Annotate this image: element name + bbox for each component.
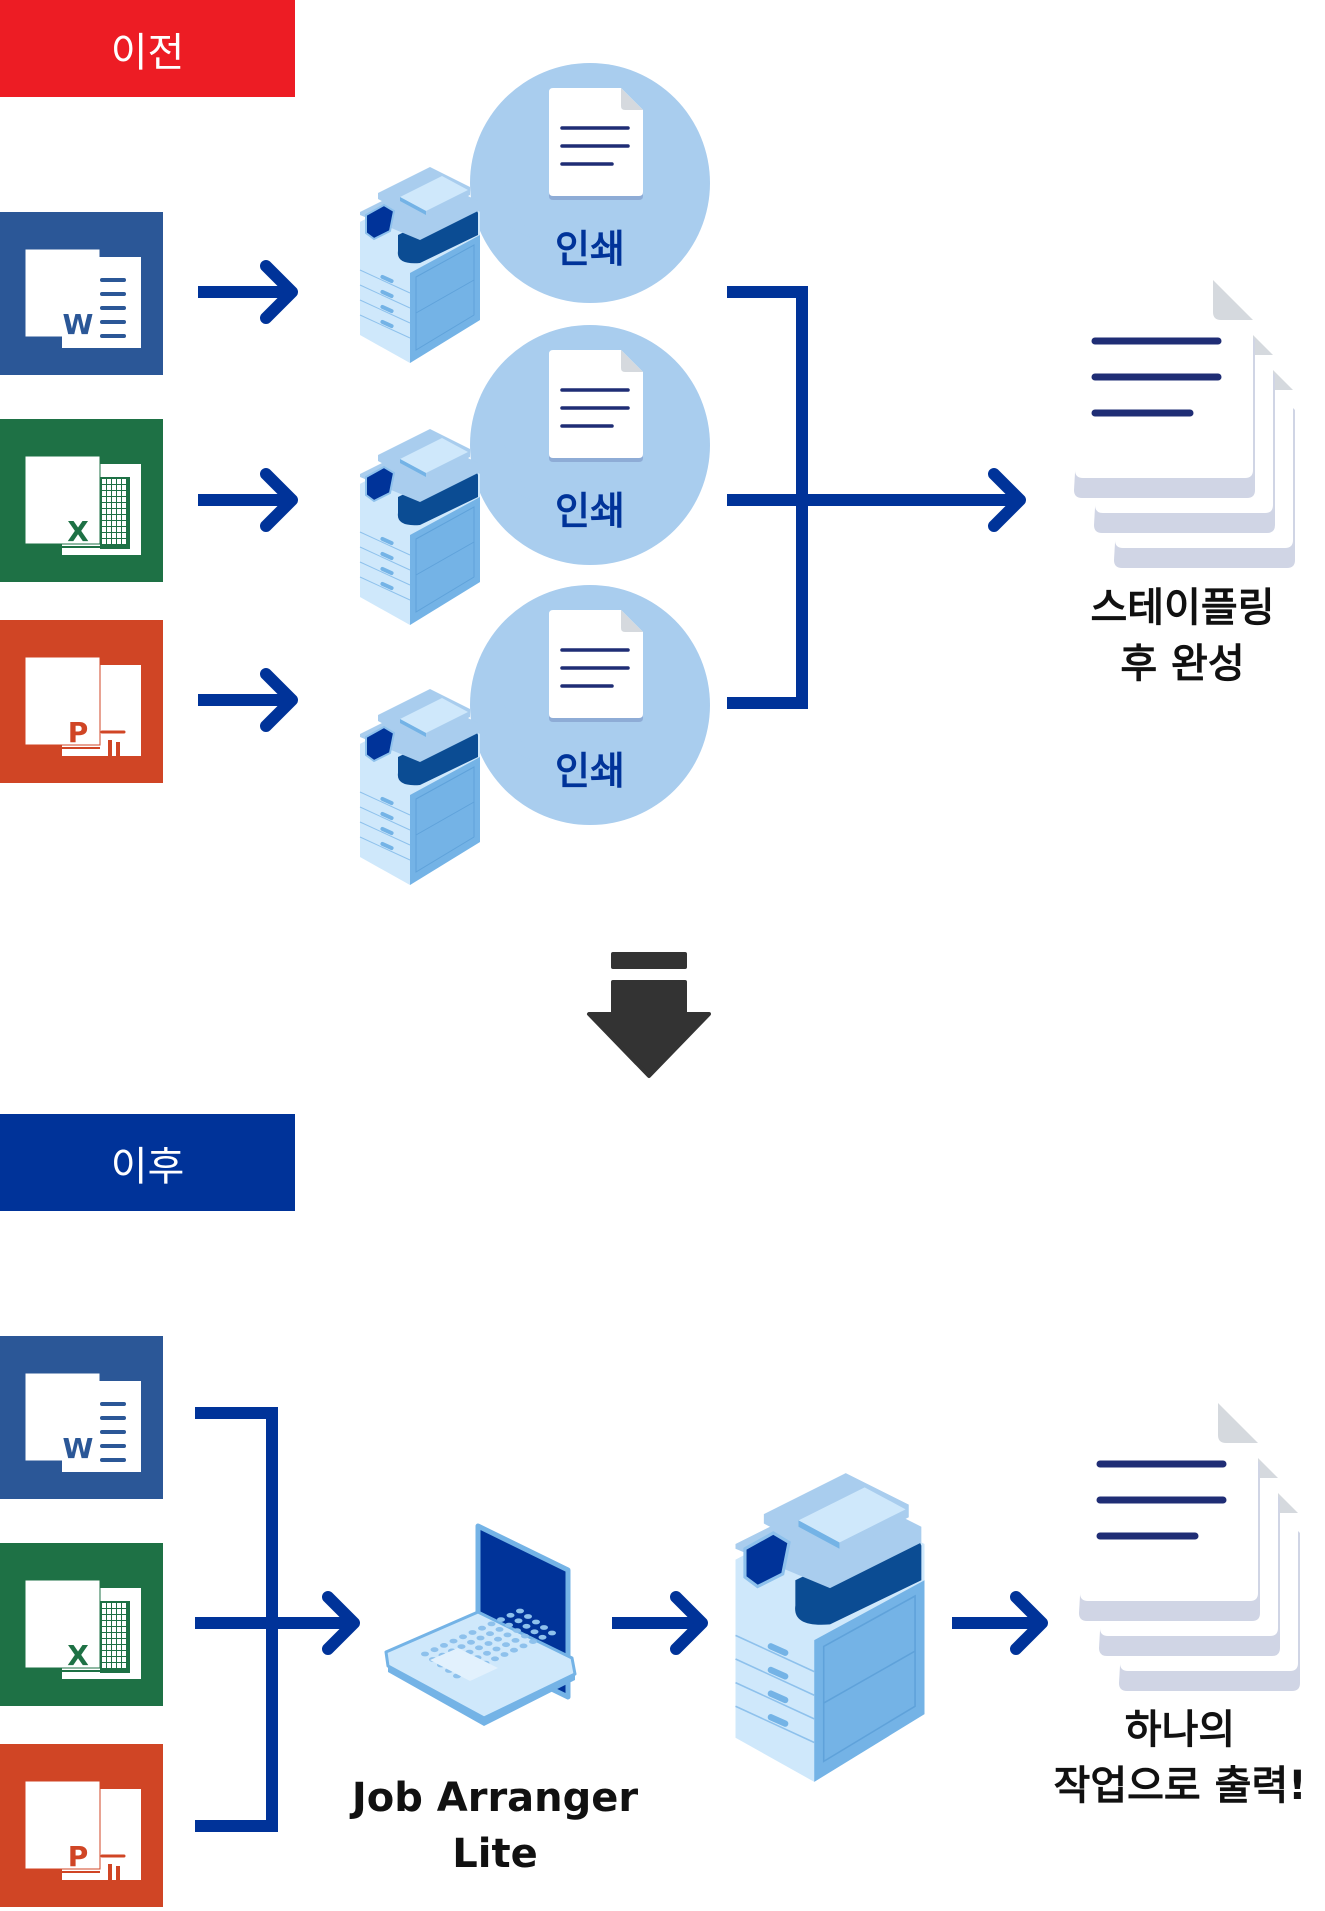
before-result-caption: 스테이플링 후 완성	[1040, 580, 1325, 692]
app-letter: P	[68, 1840, 89, 1873]
after-banner-label: 이후	[110, 1143, 185, 1190]
word-app-icon: W	[0, 1336, 163, 1499]
print-label: 인쇄	[555, 489, 625, 533]
excel-app-icon: X	[0, 1543, 163, 1706]
printer-icon	[735, 1470, 925, 1789]
word-app-icon: W	[0, 212, 163, 375]
printer-icon	[359, 165, 480, 369]
app-letter: W	[63, 308, 94, 341]
caption-line: 스테이플링	[1090, 585, 1275, 631]
before-banner-label: 이전	[110, 29, 185, 76]
app-letter: X	[67, 1639, 89, 1672]
down-arrow-icon	[587, 952, 711, 1078]
stacked-documents-icon	[1074, 280, 1305, 568]
printer-icon	[359, 427, 480, 631]
app-letter: W	[63, 1432, 94, 1465]
arrow-icon	[612, 1591, 708, 1655]
print-label: 인쇄	[555, 227, 625, 271]
arrow-icon	[198, 260, 298, 324]
powerpoint-app-icon: P	[0, 620, 163, 783]
before-banner: 이전	[0, 0, 295, 97]
laptop-icon	[384, 1523, 577, 1726]
caption-line: 작업으로 출력!	[1053, 1763, 1307, 1809]
after-banner: 이후	[0, 1114, 295, 1211]
arrow-icon	[952, 1591, 1048, 1655]
speech-bubble-icon	[470, 325, 710, 565]
printer-icon	[359, 687, 480, 891]
caption-line: 후 완성	[1120, 641, 1245, 687]
excel-app-icon: X	[0, 419, 163, 582]
speech-bubble-icon	[470, 63, 710, 303]
app-letter: P	[68, 716, 89, 749]
speech-bubble-icon	[470, 585, 710, 825]
stacked-documents-icon	[1079, 1403, 1310, 1691]
arrow-icon	[198, 668, 298, 732]
software-caption: Job Arranger Lite	[330, 1770, 660, 1882]
after-result-caption: 하나의 작업으로 출력!	[1030, 1702, 1325, 1814]
arrow-icon	[198, 468, 298, 532]
caption-line: 하나의	[1124, 1707, 1236, 1753]
merge-bracket	[195, 1407, 360, 1832]
powerpoint-app-icon: P	[0, 1744, 163, 1907]
app-letter: X	[67, 515, 89, 548]
software-edition: Lite	[452, 1831, 538, 1877]
merge-bracket	[727, 286, 1026, 709]
software-name: Job Arranger	[351, 1775, 639, 1821]
print-label: 인쇄	[555, 749, 625, 793]
